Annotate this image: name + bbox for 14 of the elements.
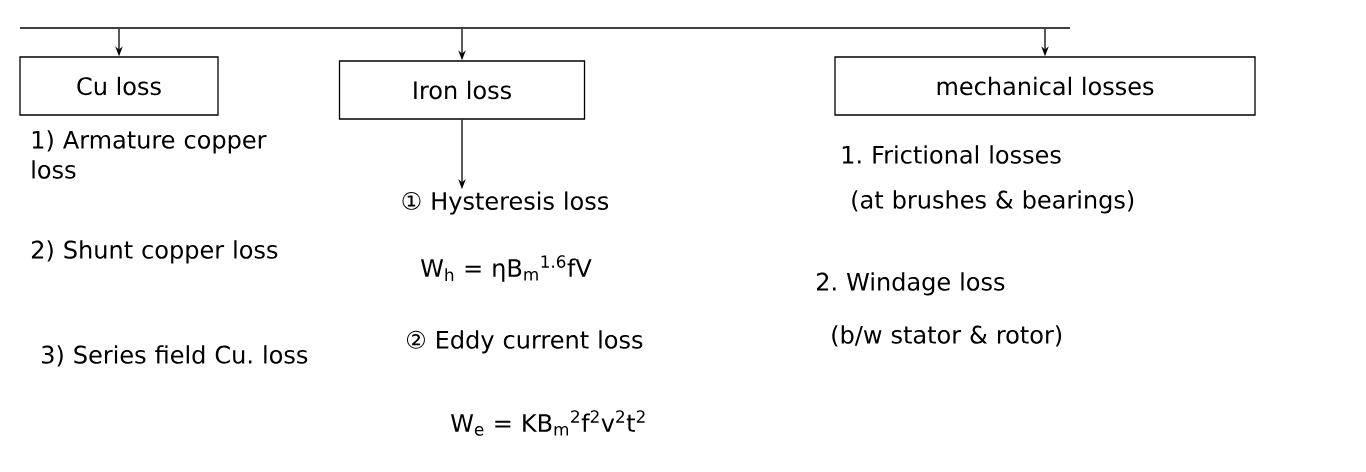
list-item: 3) Series field Cu. loss: [42, 345, 308, 367]
category-box: mechanical losses: [834, 56, 1256, 116]
list-item: ② Eddy current loss: [407, 330, 643, 354]
list-item: 2) Shunt copper loss: [31, 240, 278, 264]
horizontal-line: [20, 27, 1070, 29]
list-item: (b/w stator & rotor): [832, 325, 1062, 347]
list-item: ① Hysteresis loss: [402, 191, 609, 215]
list-item: W$_{e}$ = KB$_{m}$$^{2}$f$^{2}$v$^{2}$t$^{2}$: [451, 410, 645, 436]
category-box: Iron loss: [338, 60, 586, 120]
list-item: 1. Frictional losses: [842, 145, 1061, 164]
list-item: W$_{h}$ = ηB$_{m}$$^{1.6}$fV: [421, 255, 592, 282]
list-item: (at brushes & bearings): [852, 190, 1134, 214]
list-item: 2. Windage loss: [816, 272, 1005, 296]
category-box: Cu loss: [19, 56, 219, 116]
